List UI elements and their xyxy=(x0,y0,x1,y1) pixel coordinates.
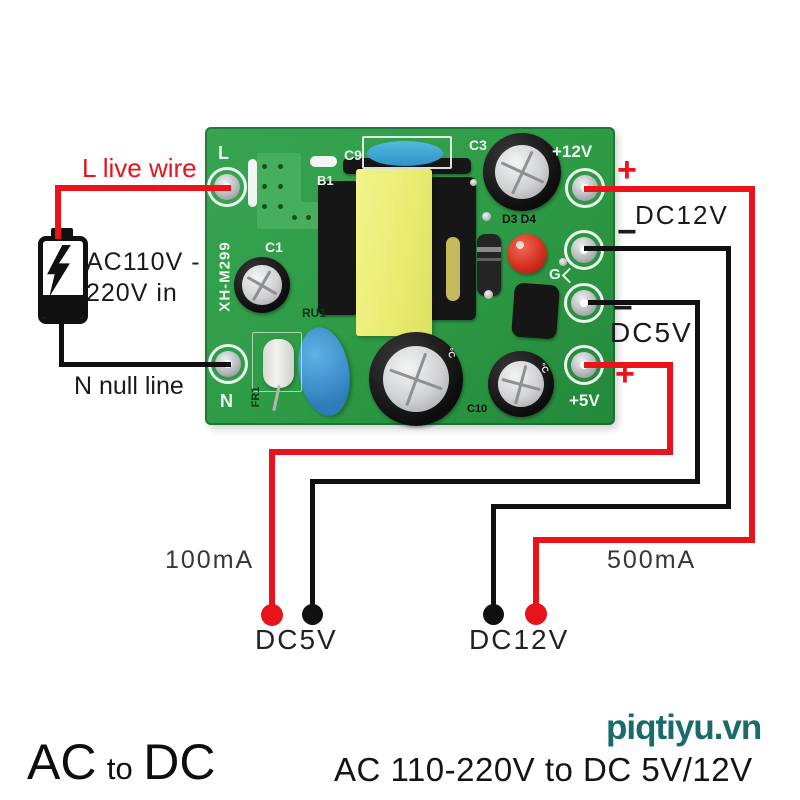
g-bracket xyxy=(561,267,578,284)
pcb-slot xyxy=(248,159,257,207)
wire-dc5v-plus xyxy=(269,449,275,610)
wire-dc5v-minus xyxy=(588,300,700,305)
dc12v-plus-sign: + xyxy=(617,151,637,189)
solder-joint xyxy=(482,212,491,221)
silk-fr1: FR1 xyxy=(250,386,262,408)
silk-n: N xyxy=(220,391,233,411)
diode-band xyxy=(477,247,501,252)
dc5v-minus-terminal xyxy=(302,604,323,625)
footer-subtitle: AC 110-220V to DC 5V/12V xyxy=(334,751,753,788)
wire-null-v xyxy=(59,314,64,367)
wire-dc12v-minus xyxy=(491,504,496,608)
dc5v-plus-sign: + xyxy=(615,355,635,393)
transformer-core-left xyxy=(318,181,359,315)
capacitor-c3 xyxy=(483,133,561,211)
ac-input-label: AC110V - 220V in xyxy=(86,248,201,307)
wire-dc12v-plus xyxy=(749,186,755,543)
capacitor-c1 xyxy=(234,257,290,313)
lightning-bolt-icon xyxy=(47,245,71,297)
silk-c1: C1 xyxy=(265,239,283,255)
silk-b1: B1 xyxy=(317,173,334,188)
silk-c3: C3 xyxy=(469,137,487,153)
wire-dc12v-plus xyxy=(584,186,755,192)
watermark-logo: piqtiyu.vn xyxy=(606,708,762,747)
diode-band xyxy=(477,258,501,261)
output-dc12v-label: DC12V xyxy=(469,624,570,655)
cap-temp-marking: °C xyxy=(444,346,458,360)
footer-title-ac: AC xyxy=(27,734,97,790)
via-hole xyxy=(278,204,283,209)
dc12v-minus-terminal xyxy=(483,604,504,625)
dc12v-plus-terminal xyxy=(525,603,547,625)
footer-title: AC to DC xyxy=(27,733,215,791)
via-hole xyxy=(278,164,283,169)
via-hole xyxy=(292,215,297,220)
wire-dc5v-plus xyxy=(584,362,673,368)
transformer-yellow-tape xyxy=(356,169,432,336)
c9-silk-box xyxy=(362,136,452,169)
wire-dc5v-minus xyxy=(310,479,700,484)
ac-source-icon xyxy=(38,228,88,324)
led-red xyxy=(507,234,547,274)
null-line-label: N null line xyxy=(74,372,184,400)
capacitor-main-400v: °C xyxy=(369,332,463,426)
silk-l: L xyxy=(218,143,229,163)
wire-live-h xyxy=(55,185,231,191)
wire-dc5v-minus xyxy=(695,300,700,484)
live-wire-label: L live wire xyxy=(82,153,197,183)
fusible-resistor-fr1 xyxy=(263,339,294,388)
capacitor-c10: °C xyxy=(488,351,554,417)
wire-dc5v-plus xyxy=(269,449,673,455)
pcb-copper-zone xyxy=(277,202,319,229)
wire-dc12v-minus xyxy=(726,246,731,509)
dc5v-plus-terminal xyxy=(261,604,283,626)
wire-dc12v-plus xyxy=(533,537,539,610)
via-hole xyxy=(262,204,267,209)
solder-joint xyxy=(559,258,567,266)
silk-model: XH-M299 xyxy=(216,241,234,312)
silk-g: G xyxy=(549,266,561,283)
wire-dc5v-minus xyxy=(310,479,315,608)
current-500ma-label: 500mA xyxy=(607,546,697,574)
dc12v-minus-sign: − xyxy=(617,213,637,251)
via-hole xyxy=(262,164,267,169)
wire-dc12v-minus xyxy=(584,246,731,251)
via-hole xyxy=(278,184,283,189)
wire-null-h xyxy=(59,362,231,367)
led-highlight xyxy=(516,241,524,249)
silk-d3d4: D3 D4 xyxy=(502,212,537,226)
wire-dc12v-minus xyxy=(491,504,731,509)
wire-dc5v-plus xyxy=(667,362,673,455)
silk-c9: C9 xyxy=(344,147,362,163)
output-dc5v-label: DC5V xyxy=(255,624,338,655)
current-100ma-label: 100mA xyxy=(165,546,255,574)
via-hole xyxy=(306,215,311,220)
solder-joint xyxy=(484,290,493,299)
wire-live-v xyxy=(55,185,61,239)
silk-ru1: RU1 xyxy=(302,306,327,320)
footer-title-to: to xyxy=(106,751,133,786)
transformer-tape-edge xyxy=(446,237,460,301)
silk-plus12v: +12V xyxy=(552,142,593,161)
wire-dc12v-plus xyxy=(533,537,755,543)
footer-title-dc: DC xyxy=(143,734,216,790)
pcb-slot xyxy=(310,156,337,167)
pcb-board: °C °C L N XH-M299 FR1 C1 B1 C xyxy=(205,127,615,426)
silk-c10: C10 xyxy=(467,403,488,415)
diode xyxy=(477,234,501,296)
dc12v-label: DC12V xyxy=(635,200,729,230)
via-hole xyxy=(262,184,267,189)
dc5v-label: DC5V xyxy=(610,317,693,348)
silk-plus5v: +5V xyxy=(569,391,600,410)
c9-blue-capacitor xyxy=(367,141,443,166)
dc5v-minus-sign: − xyxy=(613,289,633,327)
transistor xyxy=(511,282,560,340)
solder-joint xyxy=(470,179,477,186)
